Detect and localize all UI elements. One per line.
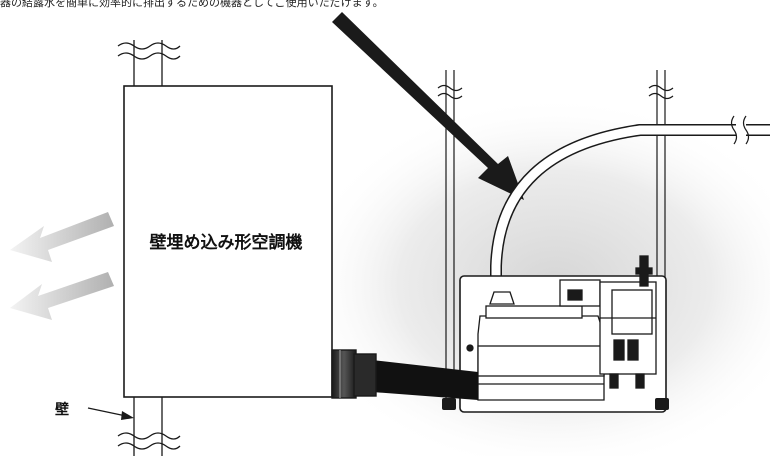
- tube-break-mask: [736, 118, 746, 144]
- tube-break-marks: [730, 115, 750, 145]
- drain-hose: [372, 360, 478, 400]
- mounting-bolts: [442, 398, 669, 410]
- top-caption: 器の結露水を簡単に効率的に排出するための機器としてご使用いただけます。: [0, 0, 384, 9]
- air-conditioner-unit: [123, 85, 333, 398]
- wall-pipe-left: [117, 40, 181, 456]
- drain-pump: [466, 255, 657, 401]
- drain-tube: [490, 124, 770, 300]
- wall-pointer-arrow: [87, 407, 134, 420]
- pointer-arrow: [332, 12, 524, 200]
- wall-label: 壁: [55, 402, 69, 418]
- unit-label: 壁埋め込み形空調機: [149, 233, 303, 253]
- airflow-arrows: [10, 212, 114, 320]
- hose-coupling: [331, 349, 377, 399]
